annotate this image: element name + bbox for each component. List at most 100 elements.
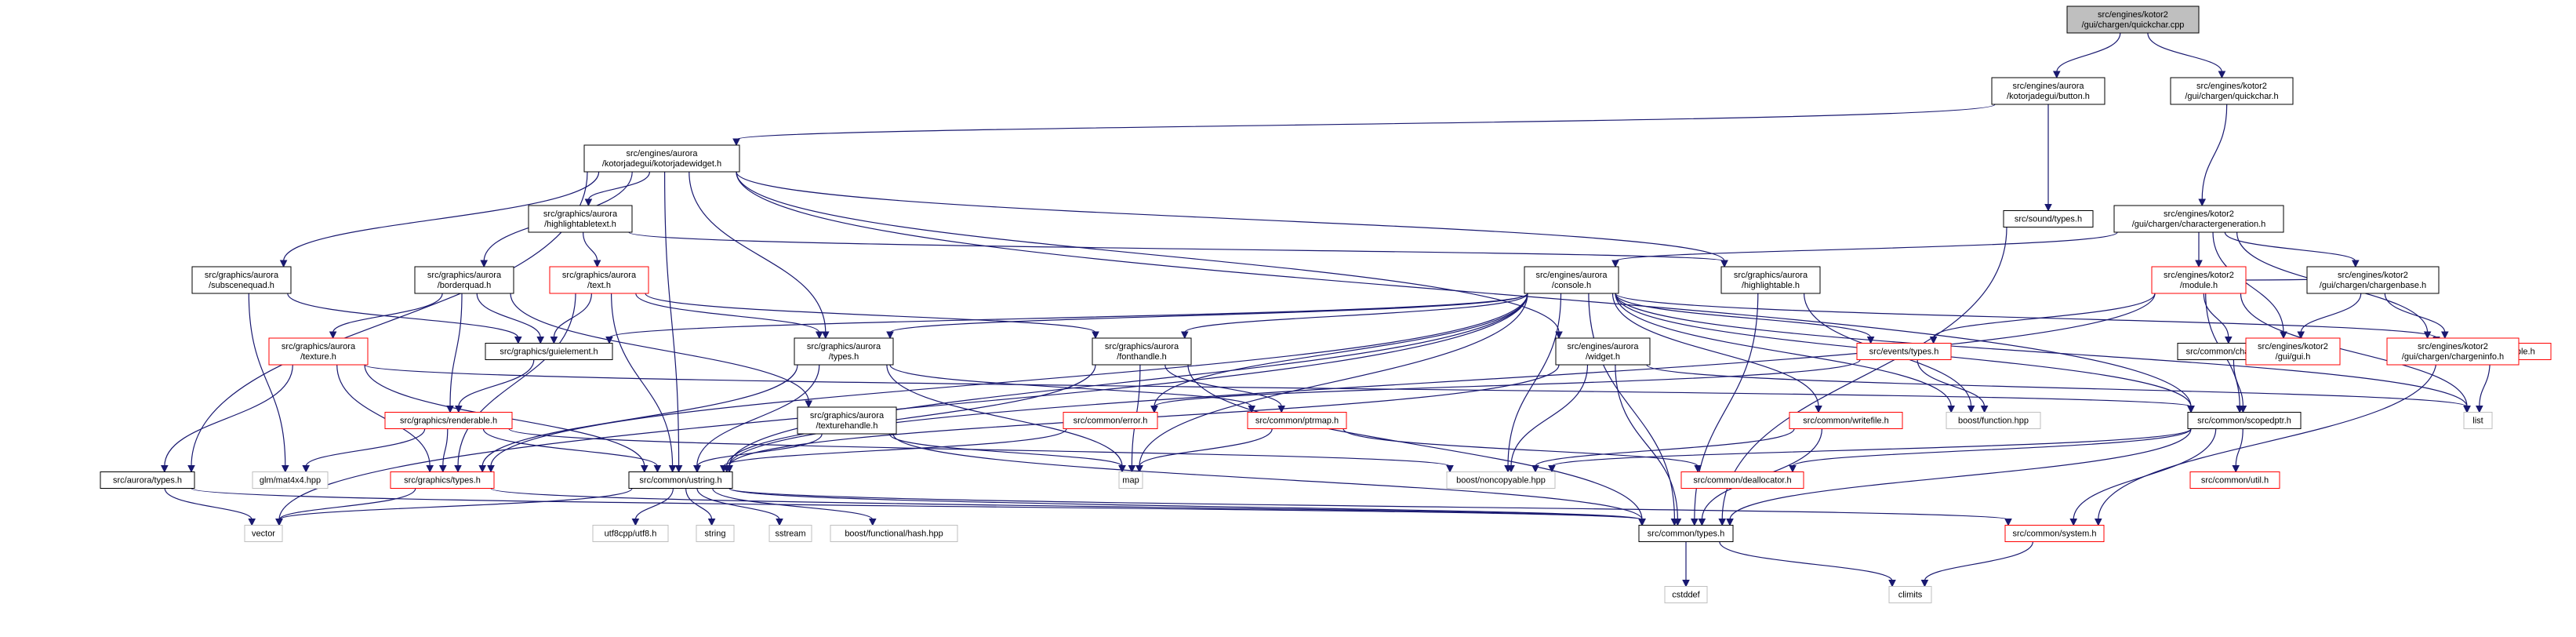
- edge-line: [736, 171, 1725, 262]
- node-soundtypes[interactable]: src/sound/types.h: [2003, 210, 2094, 228]
- node-label-line: src/graphics/aurora: [427, 271, 502, 280]
- edge-arrowhead: [514, 337, 522, 344]
- node-box: [768, 525, 812, 542]
- edge-arrowhead: [640, 465, 649, 473]
- node-scopedptr[interactable]: src/common/scopedptr.h: [2187, 412, 2302, 429]
- edge-line: [2073, 428, 2217, 520]
- node-label-line: /types.h: [829, 352, 859, 362]
- edge-line: [364, 364, 2192, 408]
- edge-arrowhead: [1555, 331, 1563, 340]
- node-texture[interactable]: src/graphics/aurora/texture.h: [268, 337, 369, 366]
- node-box: [2463, 412, 2493, 429]
- edge-line: [2212, 231, 2284, 333]
- node-label-line: src/graphics/renderable.h: [400, 417, 497, 426]
- node-subscenequad[interactable]: src/graphics/aurora/subscenequad.h: [191, 266, 292, 294]
- node-chargeninfo[interactable]: src/engines/kotor2/gui/chargen/chargenin…: [2386, 337, 2520, 366]
- edge-module-to-changeid: [2203, 293, 2233, 344]
- node-writefile[interactable]: src/common/writefile.h: [1789, 412, 1903, 429]
- edge-arrowhead: [631, 519, 640, 526]
- node-util[interactable]: src/common/util.h: [2189, 471, 2280, 489]
- node-console[interactable]: src/engines/aurora/console.h: [1524, 266, 1619, 294]
- node-kotorjadewidget[interactable]: src/engines/aurora/kotorjadegui/kotorjad…: [583, 144, 740, 173]
- node-label-line: sstream: [775, 530, 805, 539]
- node-borderquad[interactable]: src/graphics/aurora/borderquad.h: [414, 266, 514, 294]
- node-ptrmap[interactable]: src/common/ptrmap.h: [1247, 412, 1347, 429]
- edge-line: [635, 293, 820, 333]
- node-texturehandle[interactable]: src/graphics/aurora/texturehandle.h: [797, 406, 897, 435]
- node-box: [100, 471, 195, 489]
- node-box: [2386, 337, 2520, 366]
- node-label-line: climits: [1898, 591, 1923, 600]
- node-highlightable[interactable]: src/graphics/aurora/highlightable.h: [1720, 266, 1821, 294]
- node-noncopyable: boost/noncopyable.hpp: [1446, 471, 1556, 489]
- edge-arrowhead: [668, 465, 677, 473]
- node-text[interactable]: src/graphics/aurora/text.h: [549, 266, 649, 294]
- edge-line: [336, 364, 431, 467]
- edge-arrowhead: [1180, 331, 1189, 340]
- edge-arrowhead: [550, 337, 558, 344]
- node-gui[interactable]: src/engines/kotor2/gui/gui.h: [2245, 337, 2341, 366]
- edge-line: [609, 293, 1528, 339]
- edge-arrowhead: [281, 465, 289, 473]
- node-chargenbase[interactable]: src/engines/kotor2/gui/chargen/chargenba…: [2306, 266, 2440, 294]
- edge-console-to-guielement: [605, 293, 1528, 344]
- node-deallocator[interactable]: src/common/deallocator.h: [1680, 471, 1804, 489]
- edge-line: [611, 293, 674, 467]
- edge-arrowhead: [2224, 337, 2233, 344]
- edge-widget-to-list: [1646, 364, 2471, 413]
- node-error[interactable]: src/common/error.h: [1063, 412, 1158, 429]
- edge-chargenbase-to-chargeninfo: [2384, 293, 2449, 340]
- node-fonthandle[interactable]: src/graphics/aurora/fonthandle.h: [1092, 337, 1192, 366]
- node-box: [244, 525, 283, 542]
- edge-texture-to-graphicstypes: [336, 364, 434, 473]
- node-auroratypes_g[interactable]: src/graphics/aurora/types.h: [794, 337, 894, 366]
- node-module[interactable]: src/engines/kotor2/module.h: [2151, 266, 2247, 294]
- edge-line: [2147, 32, 2222, 73]
- node-box: [2187, 412, 2302, 429]
- edge-arrowhead: [1092, 331, 1099, 340]
- edge-line: [553, 293, 592, 338]
- edge-arrowhead: [438, 465, 447, 473]
- node-renderable[interactable]: src/graphics/renderable.h: [384, 412, 513, 429]
- edge-arrowhead: [1248, 406, 1256, 413]
- edge-arrowhead: [2440, 331, 2449, 340]
- node-label-line: src/engines/aurora: [626, 149, 698, 158]
- node-chargeneration[interactable]: src/engines/kotor2/gui/chargen/character…: [2113, 205, 2284, 233]
- edge-subscenequad-to-guielement: [287, 293, 522, 344]
- edge-arrowhead: [478, 465, 487, 473]
- node-guielement[interactable]: src/graphics/guielement.h: [485, 343, 613, 360]
- node-system[interactable]: src/common/system.h: [2004, 525, 2105, 542]
- node-eventstypes[interactable]: src/events/types.h: [1856, 343, 1952, 360]
- edge-line: [1646, 364, 2468, 408]
- edge-line: [1615, 293, 2437, 339]
- edge-line: [1615, 293, 1952, 407]
- node-ustring[interactable]: src/common/ustring.h: [628, 471, 733, 489]
- edge-line: [1342, 428, 1699, 468]
- node-button[interactable]: src/engines/aurora/kotorjadegui/button.h: [1991, 77, 2105, 105]
- edge-line: [1551, 428, 2192, 468]
- edge-line: [726, 364, 1096, 467]
- node-root[interactable]: src/engines/kotor2/gui/chargen/quickchar…: [2066, 5, 2200, 34]
- node-label-line: /texture.h: [300, 352, 336, 362]
- node-commontypes[interactable]: src/common/types.h: [1638, 525, 1734, 542]
- node-label-line: src/engines/kotor2: [2418, 342, 2488, 351]
- edge-line: [278, 293, 1528, 520]
- edge-arrowhead: [605, 337, 613, 344]
- node-map: map: [1118, 471, 1143, 489]
- node-box: [1063, 412, 1158, 429]
- edge-commontypes-to-cstddef: [1682, 541, 1690, 588]
- node-widget[interactable]: src/engines/aurora/widget.h: [1555, 337, 1651, 366]
- node-auroratypes[interactable]: src/aurora/types.h: [100, 471, 195, 489]
- node-box: [696, 525, 735, 542]
- node-graphicstypes[interactable]: src/graphics/types.h: [390, 471, 495, 489]
- edge-ustring-to-vector: [275, 487, 633, 526]
- edge-texture-to-auroratypes: [160, 364, 293, 473]
- edge-line: [2384, 293, 2446, 333]
- node-label-line: utf8cpp/utf8.h: [605, 530, 657, 539]
- node-quickchar_h[interactable]: src/engines/kotor2/gui/chargen/quickchar…: [2170, 77, 2294, 105]
- edge-line: [2300, 293, 2362, 333]
- node-highlightabletext[interactable]: src/graphics/aurora/highlightabletext.h: [528, 205, 633, 233]
- node-string: string: [696, 525, 735, 542]
- edge-renderable-to-ustring: [482, 428, 662, 473]
